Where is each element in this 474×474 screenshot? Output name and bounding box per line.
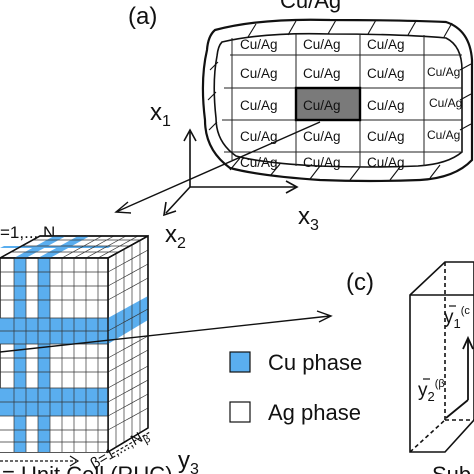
panel-c-label: (c) — [346, 269, 374, 296]
zoom-arrowhead-a — [114, 201, 132, 214]
legend-ag-label: Ag phase — [268, 400, 361, 425]
zoom-line-c — [0, 315, 331, 353]
subcell-y1-label: y1(c — [444, 305, 470, 331]
cell-labels: Cu/Ag Cu/Ag Cu/Ag Cu/Ag Cu/Ag Cu/Ag Cu/A… — [240, 37, 462, 170]
cell-label: Cu/Ag — [427, 128, 460, 142]
subcell-axes — [445, 335, 474, 419]
cell-label: Cu/Ag — [429, 96, 462, 110]
axis-x3-label: x3 — [298, 203, 319, 234]
subcell-box — [409, 261, 474, 453]
subcell-y2-label: y2(β — [418, 378, 445, 404]
coordinate-axes — [163, 128, 299, 217]
cell-label: Cu/Ag — [303, 155, 341, 170]
subcell-caption-cut: Sub — [432, 462, 471, 474]
cell-label: Cu/Ag — [240, 129, 278, 144]
legend-cu-swatch — [229, 351, 251, 373]
cell-label: Cu/Ag — [367, 98, 405, 113]
legend-cu-label: Cu phase — [268, 350, 362, 375]
cell-label: Cu/Ag — [367, 155, 405, 170]
zoom-line-a — [115, 121, 321, 213]
cube-dimension-arrows — [0, 431, 151, 467]
legend-ag-swatch — [229, 401, 251, 423]
cell-label: Cu/Ag — [367, 37, 405, 52]
cell-label: Cu/Ag — [303, 129, 341, 144]
blob-hatching — [207, 19, 472, 181]
cell-label: Cu/Ag — [367, 129, 405, 144]
cell-label: Cu/Ag — [240, 37, 278, 52]
panel-a-label: (a) — [128, 3, 157, 30]
legend: Cu phase Ag phase — [229, 350, 362, 425]
cell-label: Cu/Ag — [367, 66, 405, 81]
cell-label: Cu/Ag — [240, 155, 278, 170]
cell-label-highlighted: Cu/Ag — [303, 98, 341, 113]
ruc-caption-cut: = Unit Cell (RUC) — [2, 462, 173, 474]
cell-label: Cu/Ag — [240, 66, 278, 81]
axis-y3-label: y3 — [178, 447, 199, 474]
material-blob — [201, 18, 474, 183]
axis-x1-label: x1 — [150, 99, 171, 130]
cell-label: Cu/Ag — [427, 65, 460, 79]
highlighted-cell — [294, 86, 362, 122]
cell-label: Cu/Ag — [240, 98, 278, 113]
cell-label: Cu/Ag — [303, 37, 341, 52]
ruc-cube — [0, 234, 149, 454]
zoom-arrowhead-c — [316, 310, 333, 323]
axis-x2-label: x2 — [165, 221, 186, 252]
cell-label: Cu/Ag — [303, 66, 341, 81]
panel-a-top-cut-text: Cu/Ag — [280, 0, 341, 13]
